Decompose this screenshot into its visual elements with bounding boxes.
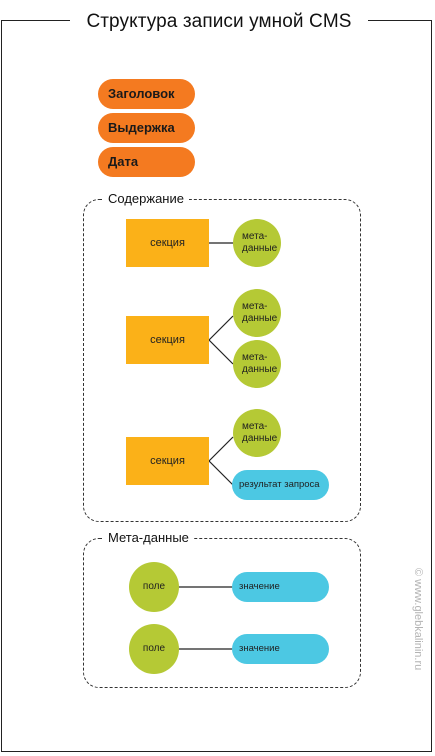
section-block: секция (126, 316, 209, 364)
metadata-node: мета- данные (233, 289, 281, 337)
meta-field-node: поле (129, 624, 179, 674)
metadata-node: мета- данные (233, 409, 281, 457)
field-excerpt: Выдержка (98, 113, 195, 143)
meta-value-node: значение (232, 572, 329, 602)
section-block: секция (126, 437, 209, 485)
metadata-node-label: мета- данные (242, 301, 278, 324)
content-group-label: Содержание (103, 190, 189, 208)
query-result-node: результат запроса (232, 470, 329, 500)
watermark: © www.glebkalinin.ru (412, 568, 424, 670)
metadata-node-label: мета- данные (242, 421, 278, 444)
metadata-node-label: мета- данные (242, 352, 278, 375)
content-group (83, 199, 361, 522)
meta-group-label: Мета-данные (103, 529, 194, 547)
field-date: Дата (98, 147, 195, 177)
field-title: Заголовок (98, 79, 195, 109)
meta-field-node: поле (129, 562, 179, 612)
metadata-node-label: мета- данные (242, 231, 278, 254)
meta-value-node: значение (232, 634, 329, 664)
diagram-title: Структура записи умной CMS (70, 8, 368, 36)
watermark-text: © www.glebkalinin.ru (412, 568, 424, 670)
metadata-node: мета- данные (233, 219, 281, 267)
meta-group (83, 538, 361, 688)
metadata-node: мета- данные (233, 340, 281, 388)
section-block: секция (126, 219, 209, 267)
